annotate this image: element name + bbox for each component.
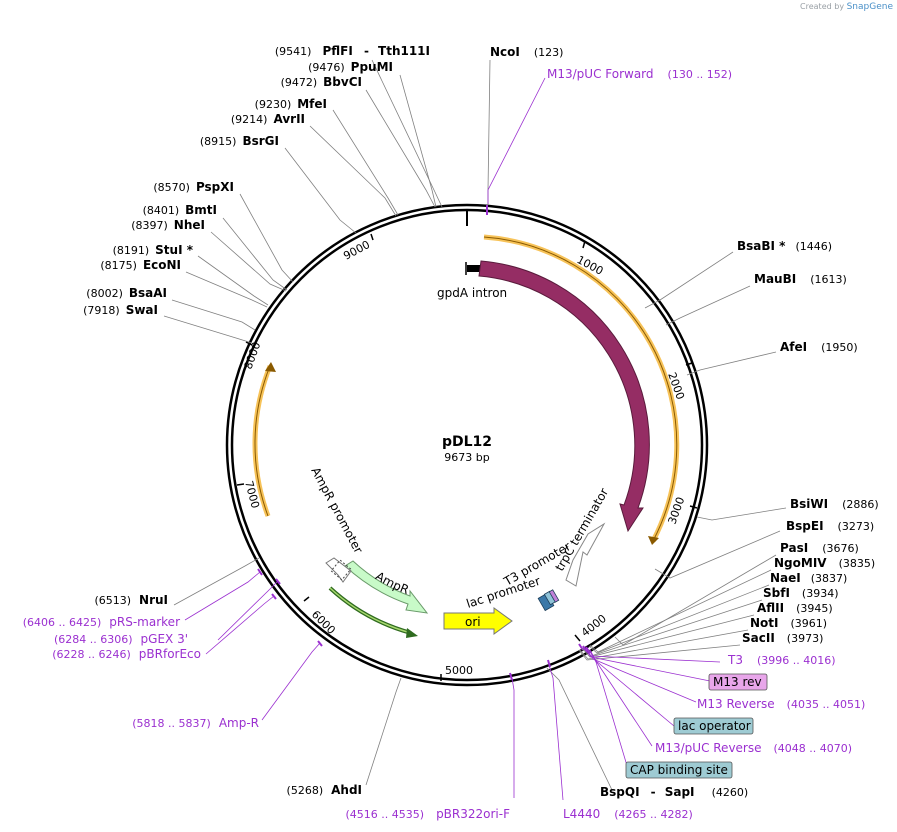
highlight-arc-right-core [483, 236, 678, 542]
primer-lines [184, 77, 721, 801]
enzyme-label: NaeI(3837) [770, 571, 847, 585]
enzyme-label: AflII(3945) [757, 601, 833, 615]
gpda-intron-feature [465, 262, 480, 275]
tick-marks [236, 233, 698, 681]
cap-binding-site-box [625, 761, 733, 779]
ampr-promoter-arrow [325, 557, 352, 583]
enzyme-label: SbfI(3934) [763, 586, 839, 600]
gpda-intron-label: gpdA intron [437, 286, 507, 300]
tick-label-8000: 8000 [242, 340, 264, 371]
brand-created-by: Created by [800, 2, 845, 11]
enzyme-label: (9541) PflFI - Tth111I [275, 40, 430, 59]
primer-label: (6406 .. 6425)pRS-marker [23, 615, 180, 629]
ampr-promoter-label: AmpR promoter [308, 465, 365, 556]
highlight-arrowhead-right [648, 536, 659, 545]
enzyme-label: NcoI(123) [490, 45, 563, 59]
lac-operator-box [673, 717, 754, 735]
promoter-cluster [537, 589, 560, 612]
primer-label: (6284 .. 6306)pGEX 3' [54, 632, 188, 646]
enzyme-label: (8397)NheI [131, 218, 205, 232]
enzyme-label: PasI(3676) [780, 541, 859, 555]
enzyme-label: (6513)NruI [94, 593, 168, 607]
enzyme-label: (9230)MfeI [255, 97, 327, 111]
ori-label: ori [465, 615, 481, 629]
brand-name: SnapGene [846, 2, 893, 12]
enzyme-label: (8401)BmtI [143, 203, 217, 217]
primer-label: T3(3996 .. 4016) [727, 653, 836, 667]
m13-rev-box [708, 673, 768, 691]
enzyme-label: BspEI(3273) [786, 519, 874, 533]
enzyme-label: (8570)PspXI [153, 180, 234, 194]
tick-label-9000: 9000 [341, 238, 372, 263]
enzyme-label: (8191)StuI * [113, 243, 194, 257]
enzyme-label: (8915)BsrGI [200, 134, 279, 148]
highlight-arrowhead-left [265, 362, 276, 372]
enzyme-label: BsaBI *(1446) [737, 239, 832, 253]
primer-label: (6228 .. 6246)pBRforEco [52, 647, 201, 661]
boxed-feature-labels: M13 rev lac operator CAP binding site [625, 673, 768, 779]
enzyme-label: AfeI(1950) [780, 340, 858, 354]
primer-label: M13 Reverse(4035 .. 4051) [697, 697, 865, 711]
ampr-arrow [344, 560, 429, 614]
primer-labels: M13/pUC Forward(130 .. 152) (6406 .. 642… [23, 67, 866, 821]
enzyme-labels-right: NcoI(123) BsaBI *(1446) MauBI(1613) AfeI… [490, 45, 879, 800]
enzyme-label: BspQI - SapI (4260) [600, 781, 748, 800]
enzyme-label: (9214)AvrII [231, 112, 305, 126]
enzyme-label: (8175)EcoNI [100, 258, 181, 272]
enzyme-label: (9472)BbvCI [281, 75, 362, 89]
ampr-dark-arc-light [329, 587, 412, 634]
primer-label: L4440(4265 .. 4282) [563, 807, 693, 821]
enzyme-label: (8002)BsaAI [86, 286, 167, 300]
primer-label: (5818 .. 5837)Amp-R [132, 716, 259, 730]
enzyme-label: (9476)PpuMI [308, 60, 393, 74]
lac-operator-label: lac operator [678, 719, 751, 733]
trpc-terminator-arrow [565, 522, 606, 587]
trpc-terminator-label: trpC terminator [552, 486, 611, 574]
tick-label-5000: 5000 [445, 664, 473, 677]
enzyme-label: NgoMIV(3835) [774, 556, 875, 570]
lacz-arrow [478, 260, 650, 533]
enzyme-label: (7918)SwaI [83, 303, 158, 317]
primer-label: (4516 .. 4535)pBR322ori-F [346, 807, 511, 821]
highlight-arc-left-core [254, 365, 271, 517]
ampr-promoter-dashed-box [330, 559, 352, 581]
enzyme-label: SacII(3973) [742, 631, 823, 645]
m13-rev-label: M13 rev [713, 675, 762, 689]
ori-arrow [443, 607, 513, 635]
primer-label: M13/pUC Reverse(4048 .. 4070) [655, 741, 852, 755]
snapgene-watermark: Created by SnapGene [800, 2, 893, 12]
primer-label: M13/pUC Forward(130 .. 152) [547, 67, 732, 81]
enzyme-label: MauBI(1613) [754, 272, 847, 286]
enzyme-labels-left: (9541) PflFI - Tth111I (9476)PpuMI (9472… [83, 40, 430, 797]
enzyme-label: NotI(3961) [750, 616, 827, 630]
ampr-dark-arrowhead [406, 628, 418, 638]
cap-binding-site-label: CAP binding site [630, 763, 728, 777]
plasmid-length: 9673 bp [444, 451, 489, 464]
enzyme-label: (5268)AhdI [287, 783, 362, 797]
plasmid-name: pDL12 [442, 434, 492, 450]
enzyme-label: BsiWI(2886) [790, 497, 879, 511]
